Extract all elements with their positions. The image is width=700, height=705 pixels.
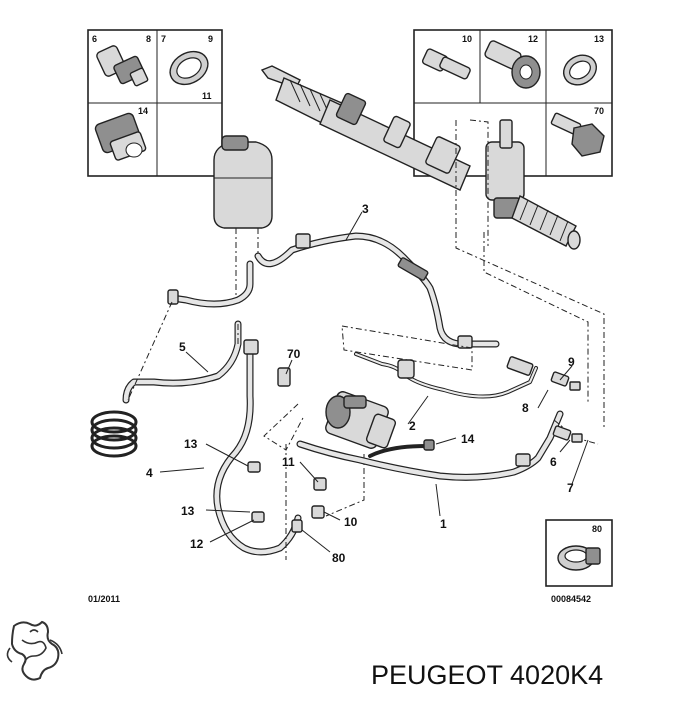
hex-bolt-icon	[550, 112, 605, 157]
date-code: 01/2011	[88, 594, 120, 604]
seal-ring-icon	[169, 50, 209, 86]
leader-lines	[159, 211, 589, 553]
feed-hose-4	[213, 339, 302, 556]
callout-8: 8	[522, 401, 529, 415]
cooling-coil	[90, 410, 138, 458]
callout-70: 70	[287, 347, 301, 361]
callout-12: 12	[190, 537, 204, 551]
hose-clamp-icon	[557, 545, 601, 571]
kit-label-14: 14	[138, 106, 148, 116]
callouts: 3 5 70 9 2 8 14 13 4 11 6 7 13 10 1 12 8…	[146, 202, 575, 565]
callout-3: 3	[362, 202, 369, 216]
callout-7: 7	[567, 481, 574, 495]
kit-label-6: 6	[92, 34, 97, 44]
return-hose-3	[254, 232, 500, 349]
kit-label-10: 10	[462, 34, 472, 44]
drawing-number: 00084542	[551, 594, 591, 604]
return-pipe-1	[296, 410, 564, 481]
clip-box-label: 80	[592, 524, 602, 534]
peugeot-lion-logo	[6, 620, 63, 681]
rack-boot-right	[519, 199, 569, 242]
rack-boot-left	[289, 79, 331, 117]
kit-label-11: 11	[202, 91, 212, 101]
top-left-kit: 6 8 7 9 11 14	[87, 29, 223, 177]
callout-80: 80	[332, 551, 346, 565]
callout-5: 5	[179, 340, 186, 354]
cooler-hose-5	[90, 260, 254, 458]
hose-clips	[247, 461, 327, 533]
steering-rack	[260, 65, 581, 250]
callout-14: 14	[461, 432, 475, 446]
callout-13-top: 13	[184, 437, 198, 451]
kit-label-7: 7	[161, 34, 166, 44]
kit-label-13: 13	[594, 34, 604, 44]
kit-label-9: 9	[208, 34, 213, 44]
kit-label-8: 8	[146, 34, 151, 44]
fluid-reservoir	[213, 135, 273, 229]
washer-icon	[562, 54, 598, 86]
kit-label-12: 12	[528, 34, 538, 44]
callout-10: 10	[344, 515, 358, 529]
nut-icon	[94, 112, 147, 161]
callout-4: 4	[146, 466, 153, 480]
pump-bracket	[277, 367, 291, 387]
callout-2: 2	[409, 419, 416, 433]
callout-9: 9	[568, 355, 575, 369]
steering-valve	[485, 119, 525, 219]
callout-13-bottom: 13	[181, 504, 195, 518]
kit-label-70: 70	[594, 106, 604, 116]
adaptor-icon	[421, 48, 471, 80]
clip-box: 80	[545, 519, 613, 587]
union-fitting-icon	[96, 45, 149, 87]
callout-6: 6	[550, 455, 557, 469]
callout-11: 11	[282, 455, 295, 469]
power-steering-pump	[325, 391, 397, 449]
pressure-pipe-2	[354, 352, 538, 399]
callout-1: 1	[440, 517, 447, 531]
brand-part-number: PEUGEOT 4020K4	[371, 660, 603, 690]
pipe-fittings-right	[550, 371, 583, 443]
banjo-bolt-icon	[484, 40, 541, 89]
